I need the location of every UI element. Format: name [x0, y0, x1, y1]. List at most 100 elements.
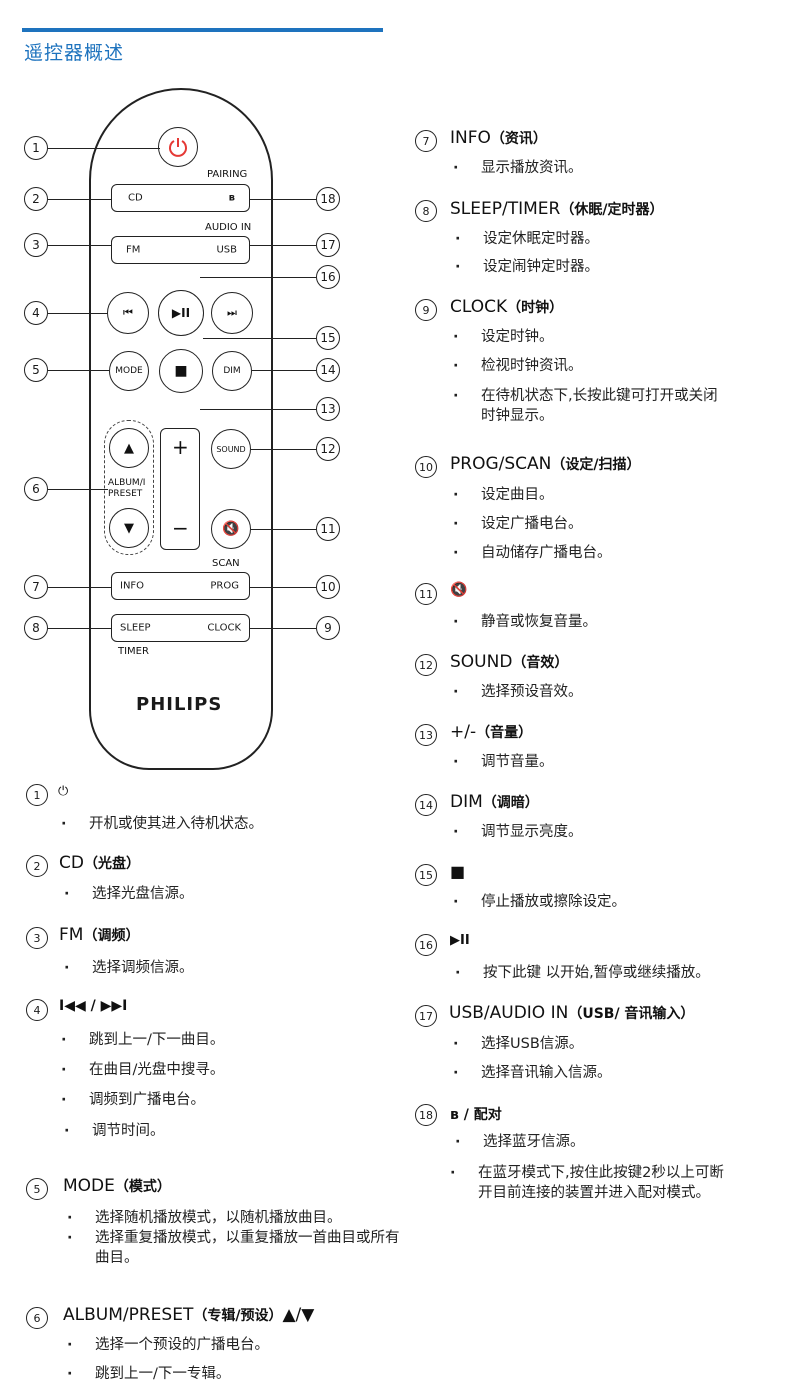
item-4-bullet: 调节时间。: [64, 1121, 164, 1141]
next-button: ⏭: [211, 292, 253, 334]
volume-minus: −: [172, 516, 189, 540]
item-15-number: 15: [415, 864, 437, 886]
item-4-number: 4: [26, 999, 48, 1021]
callout-12: 12: [316, 437, 340, 461]
sound-button: SOUND: [211, 429, 251, 469]
item-5-head: MODE（模式）: [63, 1176, 171, 1196]
item-1-bullet: 开机或使其进入待机状态。: [61, 814, 263, 834]
callout-8: 8: [24, 616, 48, 640]
item-18-number: 18: [415, 1104, 437, 1126]
volume-plus: +: [172, 435, 189, 459]
callout-line: [250, 199, 316, 200]
item-14-head: DIM（调暗）: [450, 792, 539, 812]
item-13-bullet: 调节音量。: [453, 752, 553, 772]
item-2-number: 2: [26, 855, 48, 877]
title-accent-bar: [22, 28, 383, 32]
callout-line: [252, 370, 316, 371]
item-5-number: 5: [26, 1178, 48, 1200]
callout-line: [48, 148, 160, 149]
callout-line: [48, 370, 109, 371]
callout-line: [48, 489, 108, 490]
callout-line: [250, 245, 316, 246]
volume-rocker: [160, 428, 200, 550]
item-6-head: ALBUM/PRESET（专辑/预设）▲/▼: [63, 1305, 315, 1325]
item-4-head: I◀◀ / ▶▶I: [59, 998, 128, 1014]
item-11-bullet: 静音或恢复音量。: [453, 612, 597, 632]
callout-line: [250, 587, 316, 588]
callout-13: 13: [316, 397, 340, 421]
item-18-head: ʙ / 配对: [450, 1107, 502, 1123]
callout-line: [200, 277, 316, 278]
item-2-head: CD（光盘）: [59, 853, 140, 873]
album-down-button: ▼: [109, 508, 149, 548]
callout-18: 18: [316, 187, 340, 211]
item-3-bullet: 选择调频信源。: [64, 958, 193, 978]
item-4-bullet: 调频到广播电台。: [61, 1090, 205, 1110]
item-17-head: USB/AUDIO IN（USB/ 音讯输入）: [449, 1003, 695, 1023]
callout-3: 3: [24, 233, 48, 257]
fm-key: FM USB: [111, 236, 250, 264]
stop-button: ■: [159, 349, 203, 393]
item-10-number: 10: [415, 456, 437, 478]
pairing-label: PAIRING: [207, 169, 248, 180]
item-18-bullet: 在蓝牙模式下,按住此按键2秒以上可断开目前连接的装置并进入配对模式。: [450, 1163, 733, 1203]
callout-9: 9: [316, 616, 340, 640]
callout-7: 7: [24, 575, 48, 599]
item-12-head: SOUND（音效）: [450, 652, 569, 672]
item-5-bullet: 选择重复播放模式，以重复播放一首曲目或所有曲目。: [67, 1228, 405, 1268]
bluetooth-icon: ʙ: [228, 192, 235, 204]
callout-1: 1: [24, 136, 48, 160]
callout-5: 5: [24, 358, 48, 382]
dim-button: DIM: [212, 351, 252, 391]
item-1-number: 1: [26, 784, 48, 806]
item-17-bullet: 选择音讯输入信源。: [453, 1063, 611, 1083]
callout-line: [48, 587, 111, 588]
scan-label: SCAN: [212, 558, 240, 569]
mute-icon: 🔇: [222, 521, 240, 537]
callout-line: [48, 199, 111, 200]
item-9-bullet: 检视时钟资讯。: [453, 356, 582, 376]
item-6-bullet: 选择一个预设的广播电台。: [67, 1335, 269, 1355]
callout-4: 4: [24, 301, 48, 325]
album-up-button: ▲: [109, 428, 149, 468]
item-4-bullet: 跳到上一/下一曲目。: [61, 1030, 224, 1050]
callout-6: 6: [24, 477, 48, 501]
callout-line: [48, 313, 108, 314]
item-12-number: 12: [415, 654, 437, 676]
item-10-bullet: 设定广播电台。: [453, 514, 582, 534]
item-11-number: 11: [415, 583, 437, 605]
callout-16: 16: [316, 265, 340, 289]
item-7-head: INFO（资讯）: [450, 128, 547, 148]
item-12-bullet: 选择预设音效。: [453, 682, 582, 702]
item-6-bullet: 跳到上一/下一专辑。: [67, 1364, 230, 1384]
mute-icon: 🔇: [450, 582, 468, 598]
item-8-bullet: 设定休眠定时器。: [455, 229, 599, 249]
item-8-number: 8: [415, 200, 437, 222]
callout-line: [203, 338, 316, 339]
item-17-number: 17: [415, 1005, 437, 1027]
item-2-bullet: 选择光盘信源。: [64, 884, 193, 904]
item-11-head: 🔇: [450, 582, 467, 598]
item-15-bullet: 停止播放或擦除设定。: [453, 892, 626, 912]
item-10-bullet: 自动储存广播电台。: [453, 543, 611, 563]
timer-label: TIMER: [118, 646, 149, 657]
item-17-bullet: 选择USB信源。: [453, 1034, 583, 1054]
item-7-number: 7: [415, 130, 437, 152]
callout-10: 10: [316, 575, 340, 599]
album-preset-group: [104, 420, 154, 555]
item-14-bullet: 调节显示亮度。: [453, 822, 582, 842]
callout-line: [250, 628, 316, 629]
power-icon: [169, 138, 187, 157]
item-7-bullet: 显示播放资讯。: [453, 158, 582, 178]
audio-in-label: AUDIO IN: [205, 222, 252, 233]
brand-logo: PHILIPS: [136, 694, 223, 715]
item-13-head: +/-（音量）: [450, 722, 533, 742]
page-title: 遥控器概述: [24, 42, 125, 64]
item-10-bullet: 设定曲目。: [453, 485, 553, 505]
item-9-number: 9: [415, 299, 437, 321]
callout-line: [48, 245, 111, 246]
callout-line: [251, 449, 316, 450]
callout-line: [48, 628, 111, 629]
sleep-key: SLEEP CLOCK: [111, 614, 250, 642]
item-16-bullet: 按下此键 以开始,暂停或继续播放。: [455, 963, 710, 983]
